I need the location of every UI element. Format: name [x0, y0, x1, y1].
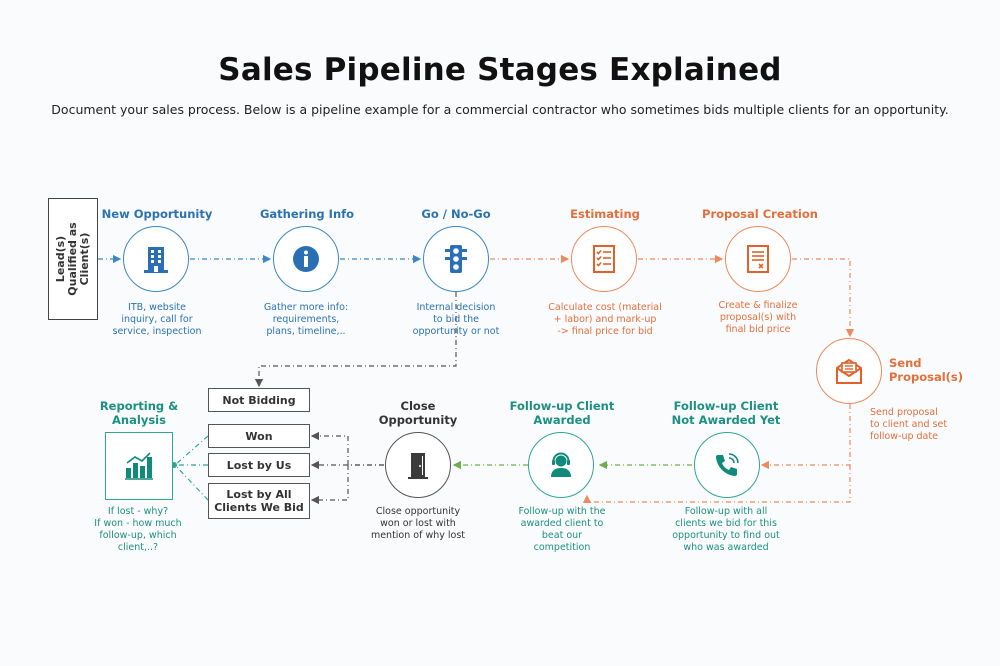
lead-box: Lead(s) Qualified as Client(s): [48, 198, 98, 320]
stage-reporting-title: Reporting &Analysis: [99, 399, 179, 427]
envelope-icon: [836, 358, 862, 384]
stage-close-opportunity-circle: [385, 432, 451, 498]
stage-estimating-title: Estimating: [570, 207, 640, 221]
traffic-light-icon: [445, 245, 467, 273]
outcome-won: Won: [208, 424, 310, 448]
page-title: Sales Pipeline Stages Explained: [218, 52, 782, 88]
stage-go-no-go-title: Go / No-Go: [421, 207, 491, 221]
page-subtitle: Document your sales process. Below is a …: [51, 102, 949, 117]
outcome-not-bidding: Not Bidding: [208, 388, 310, 412]
document-icon: [747, 245, 769, 273]
arrow-send-to-awarded: [582, 465, 851, 504]
line-won-to-reporting: [174, 435, 209, 466]
arrow-close-to-won: [310, 431, 384, 466]
stage-estimating-desc: Calculate cost (material+ labor) and mar…: [548, 302, 662, 337]
stage-new-opportunity-title: New Opportunity: [101, 207, 213, 221]
stage-proposal-creation-circle: [725, 226, 791, 292]
stage-estimating-circle: [571, 226, 637, 292]
checklist-icon: [593, 245, 615, 273]
door-icon: [408, 453, 428, 479]
arrow-gono-to-notbidding: [254, 292, 457, 388]
arrow-close-to-lostbyall: [310, 465, 349, 505]
building-icon: [144, 247, 168, 273]
stage-reporting-box: [105, 432, 173, 500]
line-lostbyall-to-reporting: [174, 464, 209, 501]
headset-agent-icon: [551, 452, 571, 477]
info-icon: [293, 246, 319, 272]
stage-new-opportunity-circle: [123, 226, 189, 292]
stage-go-no-go-circle: [423, 226, 489, 292]
stage-proposal-creation-title: Proposal Creation: [702, 207, 818, 221]
stage-gathering-info-circle: [273, 226, 339, 292]
lead-label: Lead(s) Qualified as Client(s): [54, 222, 91, 296]
arrow-proposal-to-send: [792, 258, 855, 338]
bar-chart-icon: [125, 452, 153, 480]
stage-send-proposal-circle: [816, 338, 882, 404]
stage-followup-not-awarded-circle: [694, 432, 760, 498]
outcome-lost-by-us: Lost by Us: [208, 453, 310, 477]
stage-gathering-info-desc: Gather more info:requirements,plans, tim…: [263, 302, 349, 337]
phone-icon: [716, 453, 739, 476]
stage-followup-awarded-circle: [528, 432, 594, 498]
stage-gathering-info-title: Gathering Info: [259, 207, 355, 221]
